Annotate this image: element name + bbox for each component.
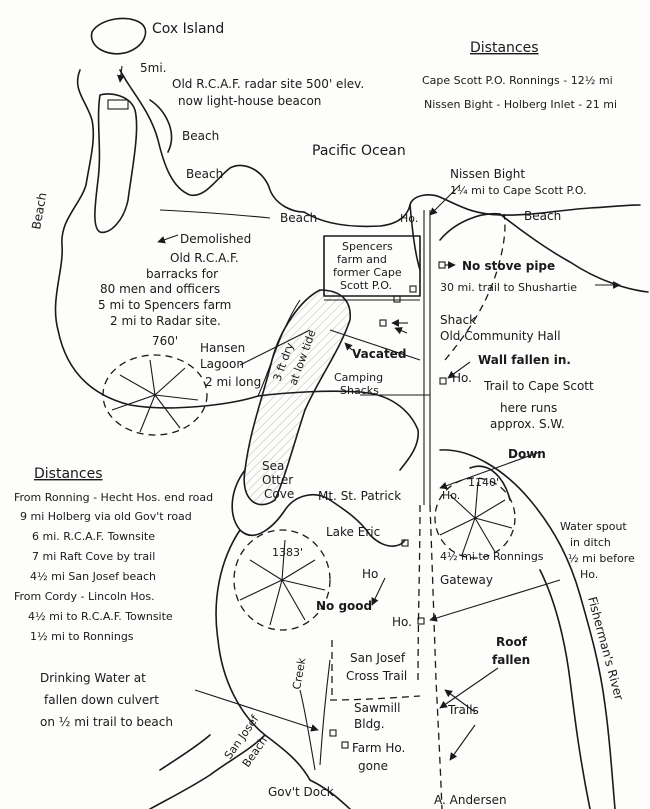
label-demolished: Demolished xyxy=(180,232,251,246)
label-waterspout-2: in ditch xyxy=(570,536,611,549)
label-ho-lake: Ho xyxy=(362,567,378,581)
north-labels: Nissen Bight 1¼ mi to Cape Scott P.O. Ho… xyxy=(98,167,594,431)
label-to-ronnings: 4½ mi to Ronnings xyxy=(440,550,544,563)
top-labels: Cox Island 5mi. Old R.C.A.F. radar site … xyxy=(29,21,561,231)
hill-1140 xyxy=(434,477,516,559)
label-radar-2: now light-house beacon xyxy=(178,94,321,108)
label-beach-2: Beach xyxy=(186,167,223,181)
label-hansen-1: Hansen xyxy=(200,341,245,355)
distances-left-line-2: 9 mi Holberg via old Gov't road xyxy=(20,510,192,523)
label-a-andersen: A. Andersen xyxy=(434,793,507,807)
label-creek: Creek xyxy=(290,656,308,690)
label-waterspout-1: Water spout xyxy=(560,520,627,533)
label-sawmill-1: Sawmill xyxy=(354,701,400,715)
distances-left-line-8: 1½ mi to Ronnings xyxy=(30,630,134,643)
label-barracks-2: barracks for xyxy=(146,267,218,281)
label-elev-760: 760' xyxy=(152,334,178,348)
hill-1383 xyxy=(233,529,331,631)
label-ho-1140: Ho. xyxy=(442,489,460,502)
label-shack: Shack xyxy=(440,313,476,327)
label-barracks-4: 5 mi to Spencers farm xyxy=(98,298,231,312)
label-radar-1: Old R.C.A.F. radar site 500' elev. xyxy=(172,77,364,91)
label-beach-1: Beach xyxy=(182,129,219,143)
label-camping-1: Camping xyxy=(334,371,383,384)
label-ho-wall: Ho. xyxy=(452,371,472,385)
label-elev-1383: 1383' xyxy=(272,546,303,559)
label-sea: Sea xyxy=(262,459,284,473)
label-otter: Otter xyxy=(262,473,293,487)
label-no-stove-pipe: No stove pipe xyxy=(462,259,555,273)
label-trail-cape-3: approx. S.W. xyxy=(490,417,565,431)
label-pacific-ocean: Pacific Ocean xyxy=(312,143,406,159)
label-nissen-1: Nissen Bight xyxy=(450,167,525,181)
label-nissen-2: 1¼ mi to Cape Scott P.O. xyxy=(450,184,587,197)
label-waterspout-3: ½ mi before xyxy=(568,552,635,565)
label-cox-island: Cox Island xyxy=(152,21,224,37)
label-mt-st-patrick: Mt. St. Patrick xyxy=(318,489,401,503)
distances-left: Distances From Ronning - Hecht Hos. end … xyxy=(14,466,213,643)
label-spencers-3: former Cape xyxy=(333,266,402,279)
label-camping-2: Shacks xyxy=(340,384,379,397)
label-spencers-4: Scott P.O. xyxy=(340,279,392,292)
label-vacated: Vacated xyxy=(352,347,406,361)
label-beach-4: Beach xyxy=(524,209,561,223)
label-govt-dock: Gov't Dock xyxy=(268,785,334,799)
label-ho-mid: Ho. xyxy=(392,615,412,629)
label-sawmill-2: Bldg. xyxy=(354,717,385,731)
label-trail-cape-2: here runs xyxy=(500,401,557,415)
label-hansen-2: Lagoon xyxy=(200,357,244,371)
label-gone: gone xyxy=(358,759,388,773)
label-down: Down xyxy=(508,447,546,461)
label-hansen-3: 2 mi long xyxy=(205,375,261,389)
label-roof: Roof xyxy=(496,635,528,649)
coastline xyxy=(54,17,649,809)
label-trail-cape-1: Trail to Cape Scott xyxy=(483,379,594,393)
label-no-good: No good xyxy=(316,599,372,613)
label-ho-nissen: Ho. xyxy=(400,212,418,225)
label-trails: Trails xyxy=(447,703,479,717)
label-barracks-1: Old R.C.A.F. xyxy=(170,251,239,265)
distances-left-line-3: 6 mi. R.C.A.F. Townsite xyxy=(32,530,155,543)
label-gateway: Gateway xyxy=(440,573,493,587)
distances-top-title: Distances xyxy=(470,40,539,56)
label-drink-2: fallen down culvert xyxy=(44,693,159,707)
label-cove: Cove xyxy=(264,487,294,501)
label-barracks-3: 80 men and officers xyxy=(100,282,220,296)
distances-top-line-2: Nissen Bight - Holberg Inlet - 21 mi xyxy=(424,98,617,111)
label-community-hall: Old Community Hall xyxy=(440,329,561,343)
label-cross-trail-2: Cross Trail xyxy=(346,669,407,683)
label-beach-3: Beach xyxy=(280,211,317,225)
distances-left-line-4: 7 mi Raft Cove by trail xyxy=(32,550,155,563)
label-trail-shushartie: 30 mi. trail to Shushartie xyxy=(440,281,577,294)
label-spencers-2: farm and xyxy=(337,253,387,266)
buildings xyxy=(107,99,447,749)
label-drink-1: Drinking Water at xyxy=(40,671,146,685)
label-spencers-1: Spencers xyxy=(342,240,393,253)
distances-left-line-1: From Ronning - Hecht Hos. end road xyxy=(14,491,213,504)
south-labels: Down 1140' Ho. Sea Otter Cove Mt. St. Pa… xyxy=(40,447,635,807)
label-lake-eric: Lake Eric xyxy=(326,525,380,539)
arrows xyxy=(117,65,621,761)
label-farm-ho: Farm Ho. xyxy=(352,741,405,755)
label-fishermans-river: Fisherman's River xyxy=(585,595,626,701)
label-barracks-5: 2 mi to Radar site. xyxy=(110,314,221,328)
label-five-mi: 5mi. xyxy=(140,61,166,75)
trails xyxy=(159,209,506,809)
label-elev-1140: 1140' xyxy=(468,476,499,489)
label-drink-3: on ½ mi trail to beach xyxy=(40,715,173,729)
distances-left-title: Distances xyxy=(34,466,103,482)
distances-top-line-1: Cape Scott P.O. Ronnings - 12½ mi xyxy=(422,74,613,87)
label-waterspout-4: Ho. xyxy=(580,568,598,581)
label-wall-fallen: Wall fallen in. xyxy=(478,353,571,367)
distances-left-line-7: 4½ mi to R.C.A.F. Townsite xyxy=(28,610,173,623)
distances-left-line-5: 4½ mi San Josef beach xyxy=(30,570,156,583)
label-beach-west: Beach xyxy=(29,191,49,230)
label-cross-trail-1: San Josef xyxy=(350,651,406,665)
label-fallen: fallen xyxy=(492,653,530,667)
distances-left-line-6: From Cordy - Lincoln Hos. xyxy=(14,590,155,603)
distances-top: Distances Cape Scott P.O. Ronnings - 12½… xyxy=(422,40,617,111)
hill-760 xyxy=(102,354,208,436)
